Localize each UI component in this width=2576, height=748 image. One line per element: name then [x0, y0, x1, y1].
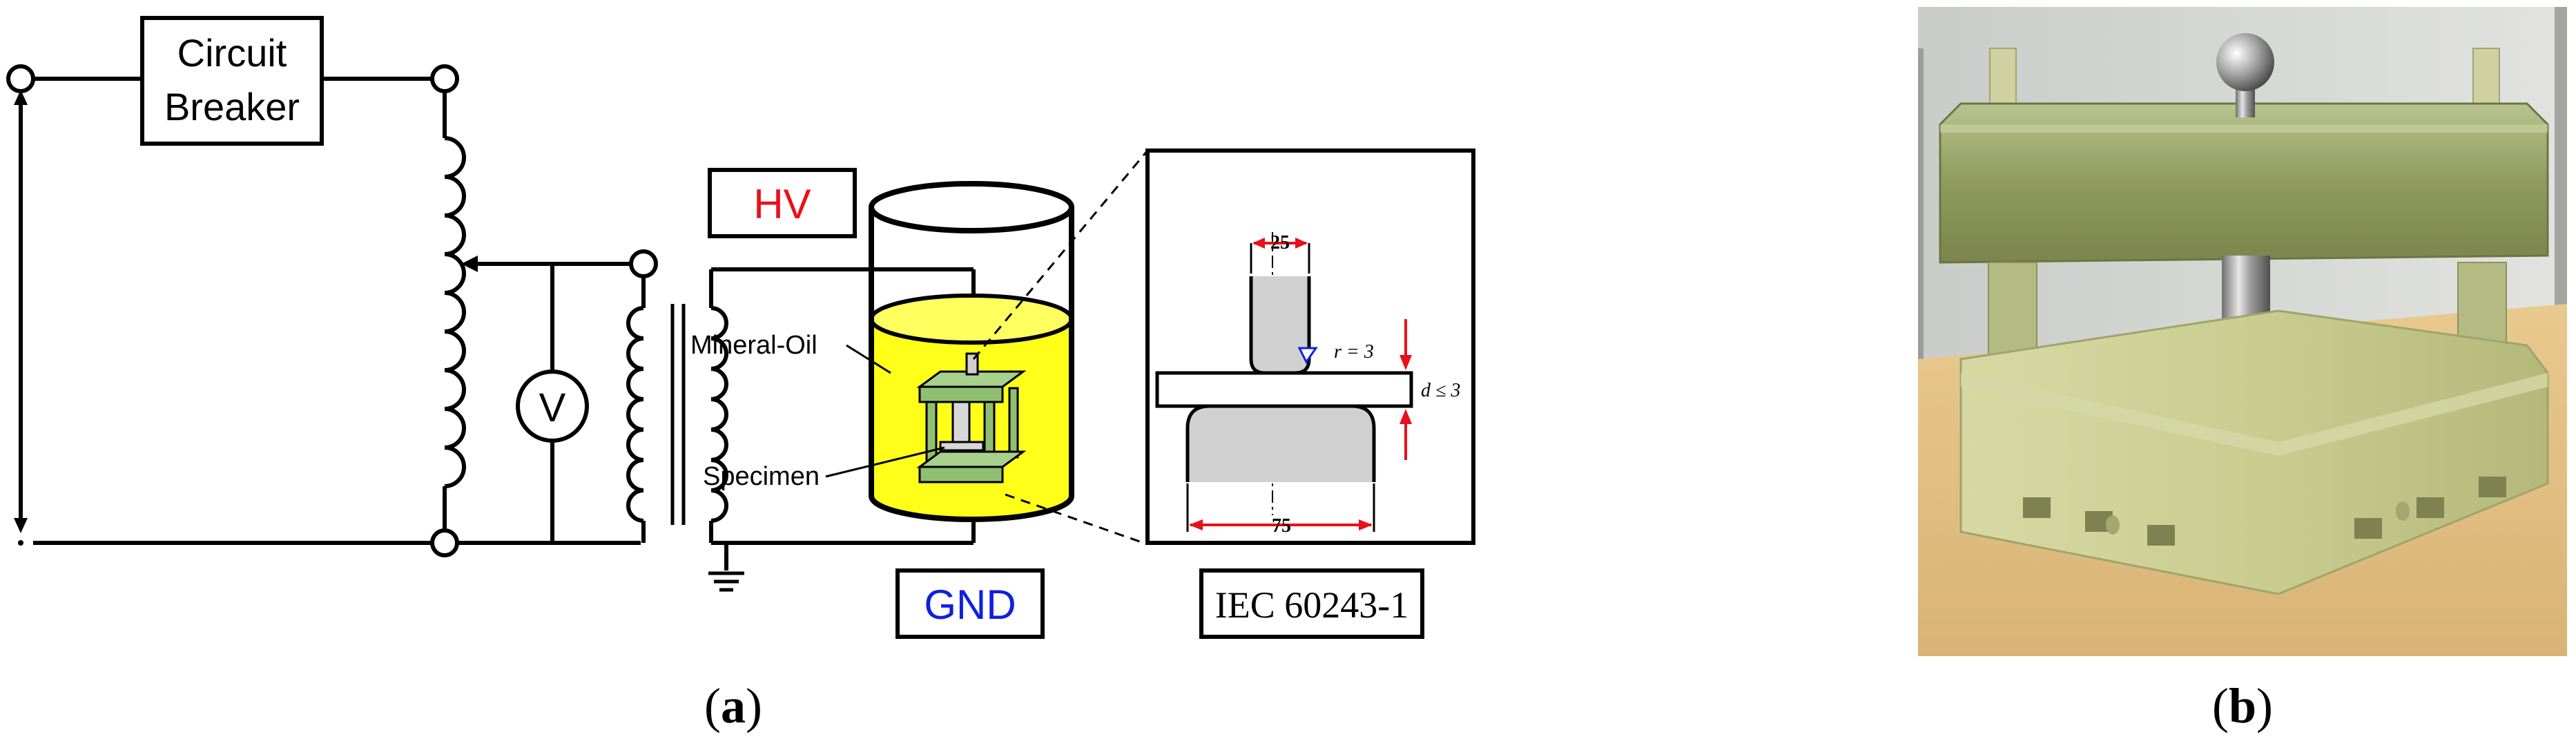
- dim-gap: d ≤ 3: [1421, 380, 1460, 401]
- test-circuit: Circuit Breaker V: [6, 16, 1045, 639]
- terminal-bottom-left: [18, 540, 23, 546]
- gnd-box: [895, 568, 1045, 639]
- dim-bottom-width: 75: [1272, 515, 1291, 537]
- arrow-up-icon: [14, 90, 28, 105]
- base-slot: [2479, 477, 2506, 497]
- specimen-label: Specimen: [703, 462, 820, 491]
- electrode-detail: 25 r = 3 d ≤ 3 75 IEC 60243-1: [1145, 148, 1475, 639]
- arrow-down-icon: [14, 518, 28, 533]
- radius-marker-icon: [1297, 347, 1318, 364]
- hv-label: HV: [753, 181, 811, 227]
- caption-b: (b): [2212, 678, 2273, 733]
- dim-radius: r = 3: [1334, 341, 1374, 363]
- bottom-electrode-outline: [1185, 404, 1376, 482]
- top-plate-edge: [1940, 124, 2548, 133]
- top-electrode: [1251, 276, 1309, 373]
- terminal-top-right: [430, 64, 459, 93]
- transformer-secondary-coil: [710, 306, 728, 523]
- standard-label: IEC 60243-1: [1215, 584, 1408, 626]
- variac-coil: [444, 136, 466, 488]
- circuit-breaker-label-2: Breaker: [164, 85, 300, 128]
- dim-top-width: 25: [1270, 232, 1290, 253]
- terminal-primary-top: [629, 249, 658, 278]
- standard-box: [1199, 568, 1424, 639]
- base-hole: [2106, 515, 2120, 535]
- base-slot: [2354, 518, 2382, 539]
- circuit-breaker-label-1: Circuit: [177, 31, 287, 75]
- fixture-photo: [1918, 7, 2567, 656]
- mineral-oil-leader: [846, 344, 891, 374]
- mineral-oil-label: Mineral-Oil: [690, 331, 817, 360]
- gnd-label: GND: [924, 582, 1016, 628]
- threaded-rod-right: [2472, 48, 2500, 104]
- terminal-top-left: [6, 64, 35, 93]
- oil-test-cell: Mineral-Oil Specimen: [690, 181, 1074, 522]
- voltmeter-label: V: [539, 385, 566, 430]
- voltmeter-icon: [516, 370, 589, 443]
- base-hole: [2396, 501, 2410, 521]
- base-top-face: [1961, 373, 2548, 456]
- ball-electrode-icon: [2216, 33, 2274, 91]
- arrow-up-red-icon: [1400, 409, 1412, 424]
- base-slot: [2417, 497, 2444, 518]
- dim-arrow-icon: [1359, 519, 1373, 530]
- specimen-leader: [825, 446, 945, 478]
- transformer-primary-coil: [626, 306, 644, 523]
- caption-a: (a): [704, 678, 762, 733]
- dim-arrow-icon: [1252, 238, 1265, 249]
- zoom-line-top: [972, 150, 1149, 360]
- cylinder-bottom: [869, 495, 1074, 522]
- base-slot: [2147, 525, 2175, 546]
- terminal-bottom-right: [430, 528, 459, 557]
- arrow-down-red-icon: [1400, 355, 1412, 370]
- cylinder-top-icon: [869, 181, 1074, 233]
- dim-arrow-icon: [1295, 238, 1308, 249]
- hv-box: [708, 168, 857, 238]
- zoom-line-bottom: [1005, 493, 1148, 546]
- fixture-icon: [916, 352, 1027, 483]
- specimen-sheet: [1155, 371, 1413, 408]
- wiper-arrow-icon: [461, 256, 478, 272]
- dim-arrow-icon: [1189, 519, 1203, 530]
- bottom-electrode: [1188, 406, 1374, 482]
- base-slot: [2023, 497, 2051, 518]
- threaded-rod-left: [1989, 48, 2017, 104]
- circuit-breaker-box: [140, 16, 324, 146]
- mineral-oil-fill: [871, 319, 1072, 519]
- oil-surface: [869, 294, 1074, 345]
- photo-edge-left: [1918, 48, 1924, 656]
